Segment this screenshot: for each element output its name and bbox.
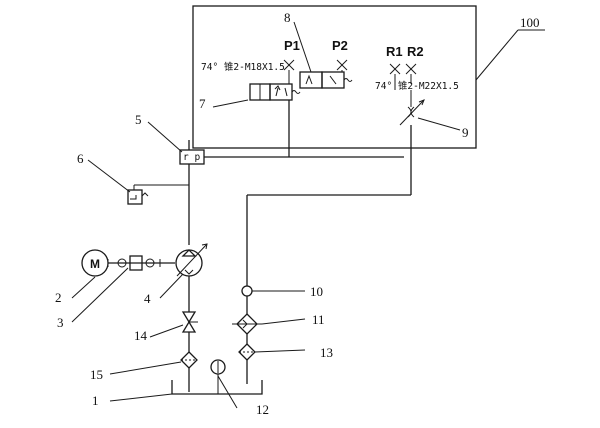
return-filter-13: [238, 343, 256, 361]
thread-spec-right: 74° 锥2-M22X1.5: [375, 80, 459, 92]
leader-8: [293, 21, 312, 73]
leader-5: [147, 121, 183, 153]
port-plug-p2: [336, 59, 348, 71]
variable-pump-4: [175, 243, 208, 277]
callout-6: 6: [77, 151, 84, 166]
callout-9: 9: [462, 125, 469, 140]
level-gauge-12: [210, 359, 226, 394]
leader-1: [109, 393, 173, 402]
port-p1-label: P1: [284, 38, 300, 53]
port-p2-label: P2: [332, 38, 348, 53]
directional-valve-8: [299, 71, 353, 89]
leader-11: [261, 318, 306, 325]
cooler-11: [232, 313, 262, 335]
callout-15: 15: [90, 367, 103, 382]
callout-1: 1: [92, 393, 99, 408]
callout-100: 100: [520, 15, 540, 30]
leader-4: [159, 273, 184, 299]
callout-5: 5: [135, 112, 142, 127]
port-plug-r2: [405, 63, 417, 75]
leader-6: [87, 159, 131, 193]
port-plug-r1: [389, 63, 401, 75]
coupling-3: [107, 255, 175, 271]
shutoff-valve-14: [181, 311, 198, 333]
callout-12: 12: [256, 402, 269, 417]
throttle-valve-9: [399, 99, 425, 126]
callout-4: 4: [144, 291, 151, 306]
port-r2-label: R2: [407, 44, 424, 59]
callout-11: 11: [312, 312, 325, 327]
callout-3: 3: [57, 315, 64, 330]
leader-3: [71, 267, 129, 323]
callout-14: 14: [134, 328, 148, 343]
test-block-boundary: [192, 5, 477, 149]
pressure-switch-symbol: r p: [183, 152, 200, 163]
leader-7: [212, 99, 249, 108]
leader-100: [475, 29, 519, 81]
callout-13: 13: [320, 345, 333, 360]
leader-14: [149, 324, 184, 338]
leader-2: [71, 276, 96, 299]
callout-7: 7: [199, 96, 206, 111]
directional-valve-7: [249, 83, 301, 101]
motor-label: M: [90, 257, 100, 271]
callout-8: 8: [284, 10, 291, 25]
leader-9: [417, 117, 461, 131]
port-r1-label: R1: [386, 44, 403, 59]
callout-10: 10: [310, 284, 323, 299]
check-valve-10: [241, 285, 253, 297]
relief-valve-6: [127, 184, 189, 205]
leader-13: [254, 349, 306, 353]
port-plug-p1: [283, 59, 295, 71]
suction-filter-15: [180, 351, 198, 369]
leader-12: [217, 375, 238, 409]
leader-15: [109, 361, 182, 375]
thread-spec-left: 74° 锥2-M18X1.5: [201, 61, 285, 73]
callout-2: 2: [55, 290, 62, 305]
tank-1: [171, 380, 263, 395]
